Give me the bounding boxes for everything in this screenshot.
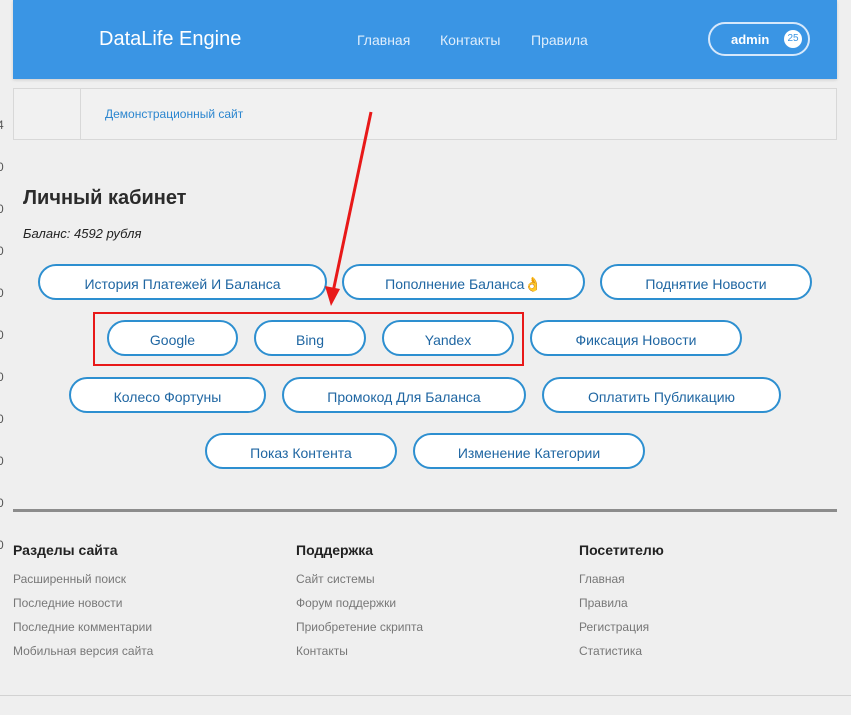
footer-link[interactable]: Форум поддержки <box>296 596 397 610</box>
yandex-button[interactable]: Yandex <box>382 320 514 356</box>
payment-history-button[interactable]: История Платежей И Баланса <box>38 264 327 300</box>
footer-link[interactable]: Мобильная версия сайта <box>13 644 154 658</box>
gutter-digit: 0 <box>0 538 4 552</box>
top-up-balance-label: Пополнение Баланса <box>385 276 525 292</box>
footer-section-site: Разделы сайта Расширенный поиск Последни… <box>13 542 153 668</box>
footer-link[interactable]: Сайт системы <box>296 572 375 586</box>
footer-link[interactable]: Главная <box>579 572 625 586</box>
footer-section-support: Поддержка Сайт системы Форум поддержки П… <box>296 542 423 668</box>
gutter-digit: 0 <box>0 496 4 510</box>
footer-divider <box>13 509 837 512</box>
footer-link[interactable]: Регистрация <box>579 620 650 634</box>
page-title: Личный кабинет <box>23 187 187 209</box>
change-category-button[interactable]: Изменение Категории <box>413 433 645 469</box>
arrow-head <box>325 286 340 306</box>
gutter-digit: 0 <box>0 160 4 174</box>
user-menu-button[interactable]: admin 25 <box>708 22 810 56</box>
gutter-digit: 0 <box>0 454 4 468</box>
nav-link-contacts[interactable]: Контакты <box>440 32 501 48</box>
breadcrumb-link[interactable]: Демонстрационный сайт <box>105 107 244 121</box>
footer-section-visitor: Посетителю Главная Правила Регистрация С… <box>579 542 664 668</box>
gutter-digit: 0 <box>0 244 4 258</box>
site-logo[interactable]: DataLife Engine <box>99 28 242 50</box>
footer-link[interactable]: Приобретение скрипта <box>296 620 424 634</box>
google-button[interactable]: Google <box>107 320 238 356</box>
gutter-digit: 0 <box>0 370 4 384</box>
gutter-digit: 0 <box>0 412 4 426</box>
wheel-of-fortune-button[interactable]: Колесо Фортуны <box>69 377 266 413</box>
promo-code-button[interactable]: Промокод Для Баланса <box>282 377 526 413</box>
top-up-balance-button[interactable]: Пополнение Баланса👌 <box>342 264 585 300</box>
ok-hand-icon: 👌 <box>524 276 542 292</box>
pay-publication-button[interactable]: Оплатить Публикацию <box>542 377 781 413</box>
footer-link[interactable]: Статистика <box>579 644 643 658</box>
balance-text: Баланс: 4592 рубля <box>23 226 142 241</box>
site-header: DataLife Engine Главная Контакты Правила… <box>13 0 837 79</box>
nav-link-home[interactable]: Главная <box>357 32 411 48</box>
breadcrumb: Демонстрационный сайт <box>13 88 837 140</box>
pin-news-button[interactable]: Фиксация Новости <box>530 320 742 356</box>
left-gutter-numbers: 4 0 0 0 0 0 0 0 0 0 0 <box>0 0 6 715</box>
notification-badge: 25 <box>784 30 802 48</box>
annotation-highlight-box <box>93 312 524 366</box>
footer-link[interactable]: Последние новости <box>13 596 123 610</box>
footer-link[interactable]: Последние комментарии <box>13 620 153 634</box>
gutter-digit: 0 <box>0 286 4 300</box>
username: admin <box>731 32 770 47</box>
gutter-digit: 0 <box>0 328 4 342</box>
nav-link-rules[interactable]: Правила <box>531 32 588 48</box>
breadcrumb-home-cell[interactable] <box>14 89 81 139</box>
footer-heading: Посетителю <box>579 542 664 558</box>
bing-button[interactable]: Bing <box>254 320 366 356</box>
show-content-button[interactable]: Показ Контента <box>205 433 397 469</box>
footer-link[interactable]: Расширенный поиск <box>13 572 126 586</box>
gutter-digit: 0 <box>0 202 4 216</box>
boost-news-button[interactable]: Поднятие Новости <box>600 264 812 300</box>
page-bottom-line <box>0 695 851 696</box>
gutter-digit: 4 <box>0 118 4 132</box>
footer-link[interactable]: Контакты <box>296 644 348 658</box>
footer-heading: Разделы сайта <box>13 542 118 558</box>
footer-heading: Поддержка <box>296 542 374 558</box>
footer-link[interactable]: Правила <box>579 596 628 610</box>
